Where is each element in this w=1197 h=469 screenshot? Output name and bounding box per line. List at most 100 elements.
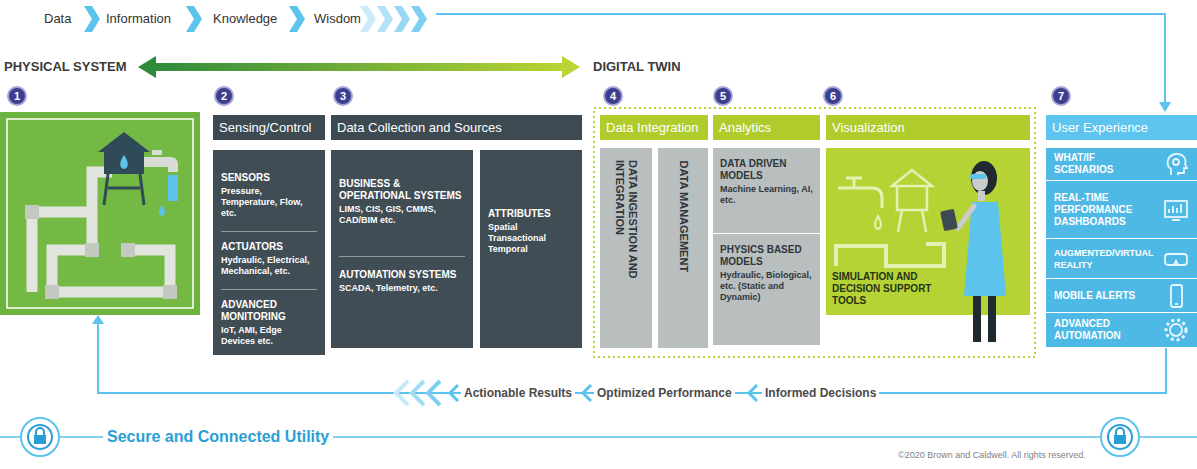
chevron bbox=[450, 385, 458, 401]
pipe-joint bbox=[45, 285, 59, 299]
pipe-joint bbox=[85, 243, 99, 257]
phone-icon bbox=[1171, 285, 1182, 307]
arrowhead bbox=[562, 56, 580, 78]
node-text: SIMULATION AND DECISION SUPPORT TOOLS bbox=[832, 271, 957, 307]
faucet bbox=[144, 157, 178, 172]
experience-item: MOBILE ALERTS bbox=[1046, 279, 1197, 313]
experience-icon bbox=[1163, 197, 1189, 223]
chevron bbox=[84, 6, 100, 32]
gear-icon-teeth bbox=[1166, 320, 1186, 340]
panel-header: User Experience bbox=[1046, 115, 1197, 140]
tower-drop bbox=[120, 155, 128, 169]
water-stream bbox=[168, 175, 178, 201]
node-text: BUSINESS & OPERATIONAL SYSTEMS bbox=[339, 178, 465, 202]
attributes-panel: ATTRIBUTESSpatial Transactional Temporal bbox=[480, 150, 582, 348]
breadcrumb-step: Knowledge bbox=[213, 10, 277, 28]
line-art-tower bbox=[892, 170, 932, 232]
panel-header: Visualization bbox=[826, 115, 1030, 140]
node-text: SCADA, Telemetry, etc. bbox=[339, 283, 465, 294]
node-text: Hydraulic, Biological, etc. (Static and … bbox=[720, 270, 813, 303]
chevron bbox=[583, 385, 591, 401]
callout-number: 7 bbox=[1052, 87, 1070, 105]
callout-number: 6 bbox=[824, 87, 842, 105]
breadcrumb-step: Information bbox=[106, 10, 171, 28]
figure-dress bbox=[964, 202, 1006, 296]
analytics-group: DATA DRIVEN MODELSMachine Learning, AI, … bbox=[713, 115, 820, 345]
lock-ring bbox=[21, 418, 59, 456]
callout-circle bbox=[215, 87, 233, 105]
line-art-pipes bbox=[836, 244, 944, 266]
node-text: Hydraulic, Electrical, Mechanical, etc. bbox=[221, 255, 317, 277]
callout-number: 1 bbox=[8, 87, 26, 105]
digital-twin-outline bbox=[594, 108, 1035, 357]
sensing-panel: SENSORSPressure, Temperature, Flow, etc.… bbox=[213, 150, 325, 355]
figure-leg bbox=[973, 296, 981, 342]
node-text: ACTUATORS bbox=[221, 231, 317, 253]
node-text: DATA INGESTION AND INTEGRATION bbox=[613, 160, 639, 336]
lock-ring bbox=[1101, 418, 1139, 456]
lock-body bbox=[34, 435, 46, 444]
vr-icon-nose bbox=[1174, 261, 1178, 265]
node-text: ADVANCED MONITORING bbox=[221, 289, 317, 323]
callout-number: 3 bbox=[334, 87, 352, 105]
flow-step: Informed Decisions bbox=[762, 385, 879, 401]
line-art-tap bbox=[838, 178, 882, 208]
phone-icon-button bbox=[1175, 303, 1178, 305]
panel-inner-border bbox=[7, 119, 193, 308]
data-collection-group: BUSINESS & OPERATIONAL SYSTEMSLIMS, CIS,… bbox=[331, 115, 582, 348]
figure-hair bbox=[971, 161, 997, 195]
callout-circle bbox=[1052, 87, 1070, 105]
flow-step: Optimized Performance bbox=[594, 385, 735, 401]
visualization-panel: SIMULATION AND DECISION SUPPORT TOOLS bbox=[826, 148, 1030, 315]
node-text: PHYSICS BASED MODELS bbox=[720, 244, 813, 268]
callout-number: 2 bbox=[215, 87, 233, 105]
node-text: ATTRIBUTES bbox=[488, 208, 574, 220]
experience-item: REAL-TIME PERFORMANCE DASHBOARDS bbox=[1046, 181, 1197, 239]
visualization-illustration bbox=[826, 148, 1030, 348]
experience-item: ADVANCED AUTOMATION bbox=[1046, 313, 1197, 348]
node-text: LIMS, CIS, GIS, CMMS, CAD/BIM etc. bbox=[339, 204, 465, 226]
breadcrumb-step: Wisdom bbox=[314, 10, 361, 28]
node-text: WHAT/IF SCENARIOS bbox=[1054, 152, 1157, 176]
panel-header: Analytics bbox=[713, 115, 820, 140]
node-text: Machine Learning, AI, etc. bbox=[720, 184, 813, 206]
experience-icon bbox=[1163, 283, 1189, 309]
experience-icon bbox=[1163, 246, 1189, 272]
chevron bbox=[749, 385, 757, 401]
systems-panel: BUSINESS & OPERATIONAL SYSTEMSLIMS, CIS,… bbox=[331, 150, 473, 348]
figure-leg bbox=[988, 296, 996, 342]
node-text: DATA MANAGEMENT bbox=[677, 160, 690, 336]
chevron bbox=[411, 6, 427, 32]
section-heading: PHYSICAL SYSTEM bbox=[4, 59, 127, 75]
experience-icon bbox=[1163, 151, 1189, 177]
arrowhead bbox=[1159, 102, 1171, 112]
head-icon bbox=[1168, 154, 1187, 175]
faucet-handle bbox=[152, 150, 162, 155]
vertical-column: DATA MANAGEMENT bbox=[658, 148, 708, 348]
copyright-note: ©2020 Brown and Caldwell. All rights res… bbox=[898, 450, 1086, 461]
chevron bbox=[289, 6, 305, 32]
panel-header: Data Collection and Sources bbox=[331, 115, 582, 140]
node-text: AUGMENTED/VIRTUAL REALITY bbox=[1054, 247, 1157, 271]
callout-number: 4 bbox=[604, 87, 622, 105]
lock-ring bbox=[1108, 425, 1132, 449]
water-drop bbox=[159, 205, 165, 216]
chevron bbox=[428, 381, 440, 405]
tower-roof bbox=[98, 132, 150, 152]
pipe-network bbox=[32, 172, 170, 292]
model-box: DATA DRIVEN MODELSMachine Learning, AI, … bbox=[713, 148, 820, 233]
double-arrow-shaft bbox=[152, 63, 566, 71]
chevron bbox=[396, 381, 408, 405]
callout-circle bbox=[714, 87, 732, 105]
figure-neck bbox=[978, 191, 985, 201]
arrowhead bbox=[92, 315, 104, 324]
node-text: SENSORS bbox=[221, 172, 317, 184]
tower-legs bbox=[104, 174, 144, 205]
lock-shackle bbox=[1116, 428, 1124, 436]
node-text: AUTOMATION SYSTEMS bbox=[339, 256, 465, 281]
callout-circle bbox=[334, 87, 352, 105]
sensing-control-group: SENSORSPressure, Temperature, Flow, etc.… bbox=[213, 115, 325, 348]
vertical-column: DATA INGESTION AND INTEGRATION bbox=[600, 148, 652, 348]
panel-header: Data Integration bbox=[600, 115, 708, 140]
